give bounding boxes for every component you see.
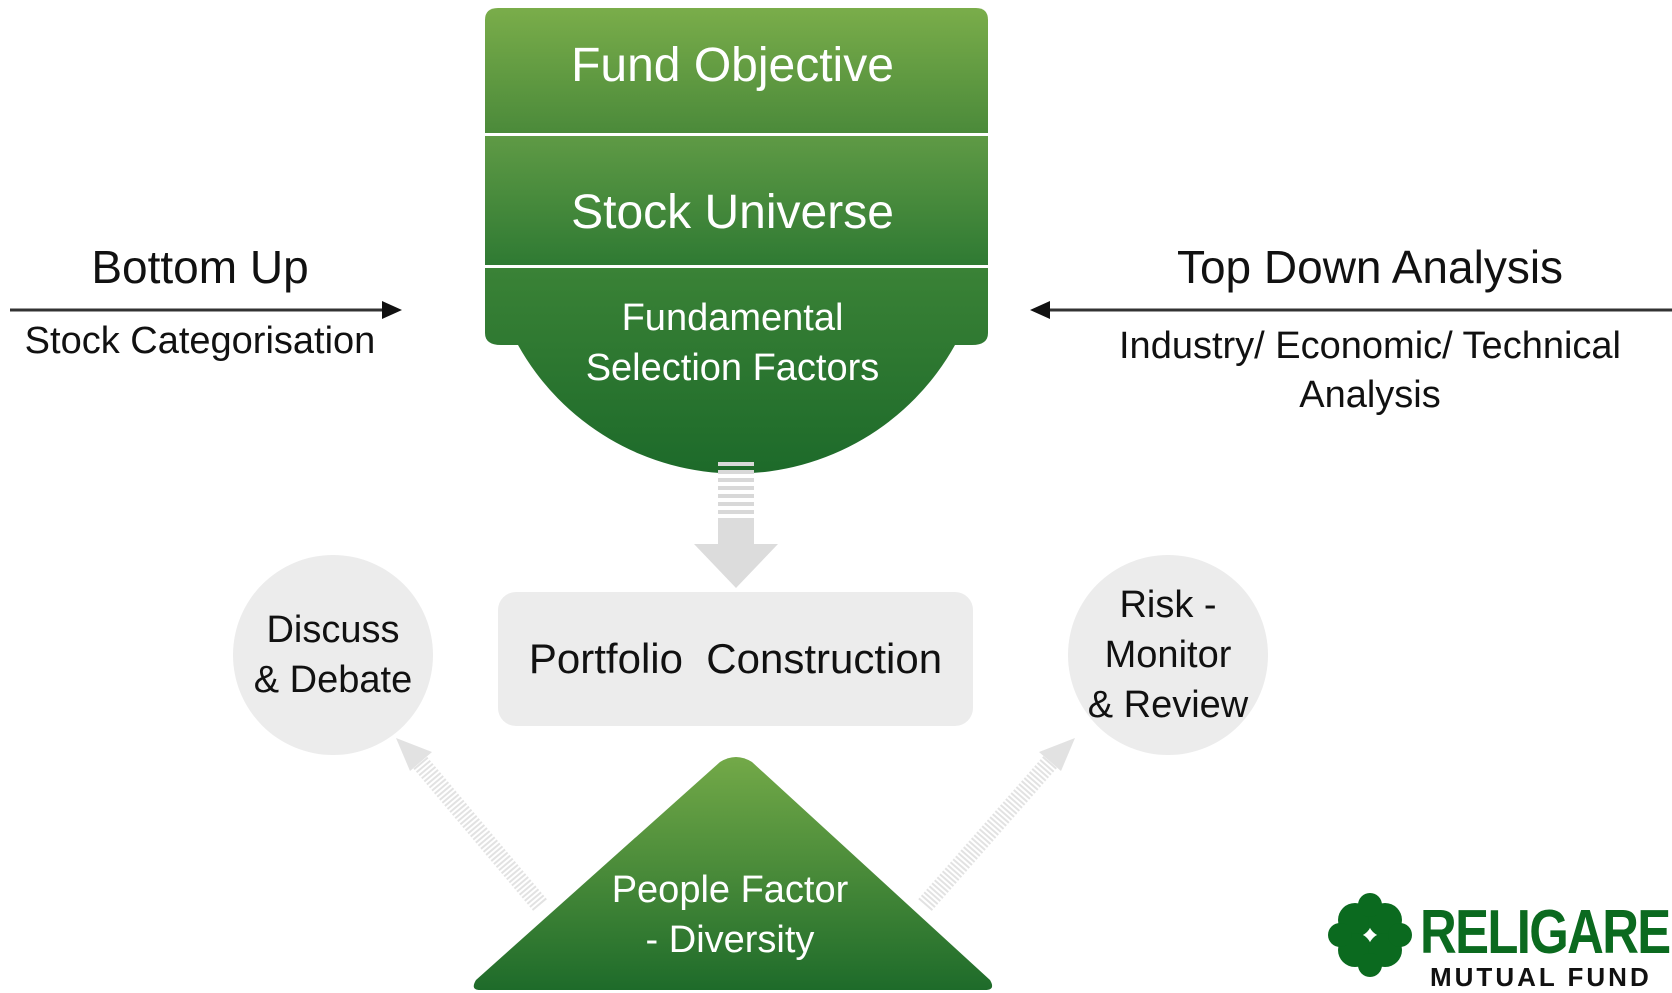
selection-factors-line1: Fundamental bbox=[621, 297, 844, 339]
people-line2: - Diversity bbox=[645, 919, 815, 961]
risk-line1: Risk - bbox=[1119, 584, 1217, 626]
funnel-fund-objective-band bbox=[485, 8, 988, 133]
clover-logo-icon bbox=[1328, 893, 1412, 977]
risk-monitor-circle: Risk - Monitor & Review bbox=[1068, 555, 1268, 755]
selection-factors-label: Fundamental Selection Factors bbox=[485, 293, 980, 393]
selection-factors-line2: Selection Factors bbox=[585, 347, 880, 389]
fund-objective-label: Fund Objective bbox=[571, 39, 894, 92]
bottom-up-title: Bottom Up bbox=[91, 241, 309, 293]
brand-logo-wordmark: RELIGARE bbox=[1420, 898, 1671, 967]
top-down-subtitle-line2: Analysis bbox=[1299, 374, 1441, 416]
stock-universe-label: Stock Universe bbox=[571, 186, 894, 239]
discuss-line2: & Debate bbox=[253, 659, 413, 701]
arrow-to-risk-icon bbox=[918, 738, 1075, 911]
bottom-up-arrow-icon bbox=[10, 301, 402, 319]
top-down-subtitle-line1: Industry/ Economic/ Technical bbox=[1119, 325, 1621, 367]
top-down-subtitle: Industry/ Economic/ Technical Analysis bbox=[1090, 322, 1650, 420]
funnel-stock-universe-band bbox=[485, 136, 988, 265]
funnel-selection-factors-bowl bbox=[485, 268, 988, 474]
people-factor-triangle bbox=[473, 757, 993, 990]
people-factor-label: People Factor - Diversity bbox=[560, 865, 900, 965]
top-down-title: Top Down Analysis bbox=[1176, 241, 1564, 293]
brand-logo-subtitle: MUTUAL FUND bbox=[1430, 962, 1652, 992]
risk-line3: & Review bbox=[1087, 684, 1249, 726]
discuss-debate-circle: Discuss & Debate bbox=[233, 555, 433, 755]
arrow-to-discuss-icon bbox=[396, 738, 547, 911]
risk-line2: Monitor bbox=[1104, 634, 1232, 676]
stock-categorisation-label: Stock Categorisation bbox=[24, 320, 376, 362]
top-down-arrow-icon bbox=[1030, 301, 1672, 319]
people-line1: People Factor bbox=[611, 869, 849, 911]
portfolio-construction-box: Portfolio Construction bbox=[498, 592, 973, 726]
down-arrow-icon bbox=[694, 462, 778, 588]
discuss-line1: Discuss bbox=[266, 609, 400, 651]
